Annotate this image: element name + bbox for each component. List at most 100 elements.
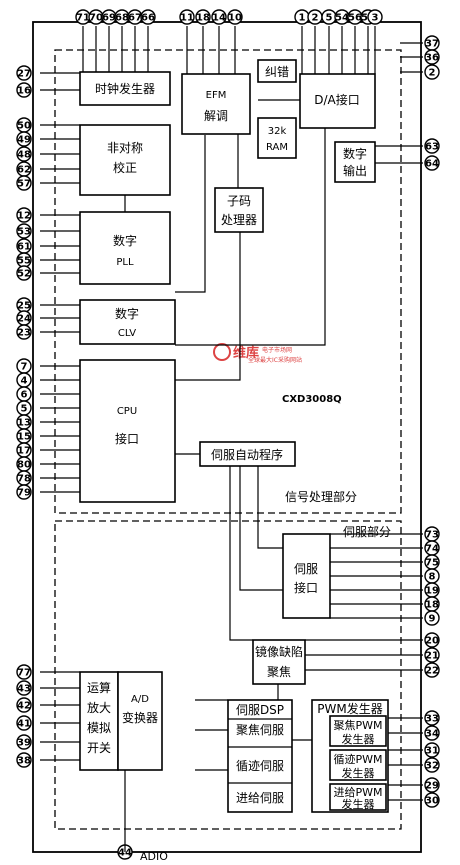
servo-section-label: 伺服部分 (343, 524, 391, 539)
signal-section-label: 信号处理部分 (285, 489, 357, 504)
pin-number: 79 (17, 488, 31, 499)
subcode-processor-block (214, 187, 264, 233)
pin-right-21: 21 (424, 647, 440, 663)
da-interface-label: D/A接口 (314, 92, 360, 107)
pin-number: 31 (425, 746, 439, 757)
efm-label-2: 解调 (204, 109, 228, 123)
pin-top_left-66: 66 (140, 9, 156, 25)
pin-number: 71 (76, 13, 90, 24)
pin-number: 70 (89, 13, 103, 24)
sled-servo-label: 进给伺服 (236, 791, 284, 805)
pin-right-74: 74 (424, 540, 440, 556)
efm-label-1: EFM (206, 90, 227, 101)
pin-left-24: 24 (16, 310, 32, 326)
pin-left-5: 5 (16, 400, 32, 416)
pin-number: 8 (429, 572, 436, 583)
pin-left-13: 13 (16, 414, 32, 430)
cpu-label-1: CPU (117, 406, 137, 417)
pin-number: 77 (17, 668, 31, 679)
focus-pwm-label-2: 发生器 (342, 732, 375, 746)
pin-top_right-2: 2 (307, 9, 323, 25)
pin-number: 38 (17, 756, 31, 767)
ram-label-1: 32k (268, 126, 287, 137)
digital-pll-block (79, 211, 171, 285)
pin-top_right-5: 5 (321, 9, 337, 25)
pin-number: 1 (299, 13, 306, 24)
pin-number: 43 (17, 684, 31, 695)
mirror-label-2: 聚焦 (267, 665, 291, 679)
pin-number: 10 (228, 13, 242, 24)
pin-right-73: 73 (424, 526, 440, 542)
pin-number: 33 (425, 714, 439, 725)
clv-label-1: 数字 (115, 306, 139, 321)
pin-number: 7 (21, 362, 28, 373)
pin-right-31: 31 (424, 742, 440, 758)
pin-number: 67 (128, 13, 142, 24)
focus-pwm-block (329, 715, 387, 747)
signal-processing-section (54, 49, 402, 514)
subcode-label-2: 处理器 (221, 213, 257, 227)
pin-right-30: 30 (424, 792, 440, 808)
pin-left-62: 62 (16, 161, 32, 177)
watermark-logo-icon (213, 343, 231, 361)
sled-pwm-block (329, 783, 387, 811)
tracking-servo-label: 循迹伺服 (236, 759, 284, 773)
asymmetry-correction-block (79, 124, 171, 196)
pin-top_right-56: 56 (347, 9, 363, 25)
pin-number: 6 (21, 390, 28, 401)
pin-number: 32 (425, 761, 439, 772)
adc-label-2: 变换器 (122, 710, 158, 725)
pin-number: 68 (115, 13, 129, 24)
servo-dsp-label: 伺服DSP (236, 703, 284, 717)
pin-number: 11 (180, 13, 194, 24)
pin-number: 29 (425, 781, 439, 792)
pin-number: 42 (17, 701, 31, 712)
pin-number: 34 (425, 729, 439, 740)
pin-left-7: 7 (16, 358, 32, 374)
pin-number: 39 (17, 738, 31, 749)
pin-left-53: 53 (16, 223, 32, 239)
pin-number: 12 (17, 211, 31, 222)
clock-generator-label: 时钟发生器 (95, 81, 155, 96)
pin-right-75: 75 (424, 554, 440, 570)
pin-number: 74 (425, 544, 439, 555)
asym-label-2: 校正 (113, 160, 137, 175)
pin-top_right-1: 1 (294, 9, 310, 25)
pin-left-55: 55 (16, 252, 32, 268)
watermark-line1: 电子市场网 (262, 346, 292, 354)
pin-number: 27 (17, 69, 31, 80)
pin-number: 5 (21, 404, 28, 415)
pin-number: 57 (17, 179, 31, 190)
pll-label-2: PLL (116, 257, 134, 268)
cpu-interface-block (79, 359, 176, 503)
pin-number: 19 (425, 586, 439, 597)
watermark-line2: 全球最大IC采购网站 (248, 356, 302, 364)
track-pwm-label-2: 发生器 (342, 766, 375, 780)
pin-number: 30 (425, 796, 439, 807)
pin-number: 49 (17, 135, 31, 146)
pin-number: 53 (17, 227, 31, 238)
pin-number: 41 (17, 719, 31, 730)
pin-left-12: 12 (16, 207, 32, 223)
pin-number: 20 (425, 636, 439, 647)
sled-pwm-label-1: 进给PWM (333, 786, 382, 799)
track-pwm-label-1: 循迹PWM (333, 753, 382, 766)
servo-auto-sequencer-block (199, 441, 296, 467)
adc-block (117, 671, 163, 771)
opamp-label-3: 模拟 (87, 721, 111, 735)
servo-if-label-2: 接口 (294, 580, 318, 595)
pin-number: 54 (335, 13, 349, 24)
pin-right-36: 36 (424, 49, 440, 65)
ram-label-2: RAM (266, 142, 288, 153)
pin-right-20: 20 (424, 632, 440, 648)
pin-number: 55 (17, 256, 31, 267)
pin-number: 73 (425, 530, 439, 541)
pin-number: 64 (425, 159, 439, 170)
pin-left-17: 17 (16, 442, 32, 458)
opamp-label-1: 运算 (87, 680, 111, 695)
pin-top_left-69: 69 (101, 9, 117, 25)
subcode-label-1: 子码 (227, 194, 251, 208)
pll-label-1: 数字 (113, 233, 137, 248)
pin-number: 21 (425, 651, 439, 662)
pin-number: 69 (102, 13, 116, 24)
